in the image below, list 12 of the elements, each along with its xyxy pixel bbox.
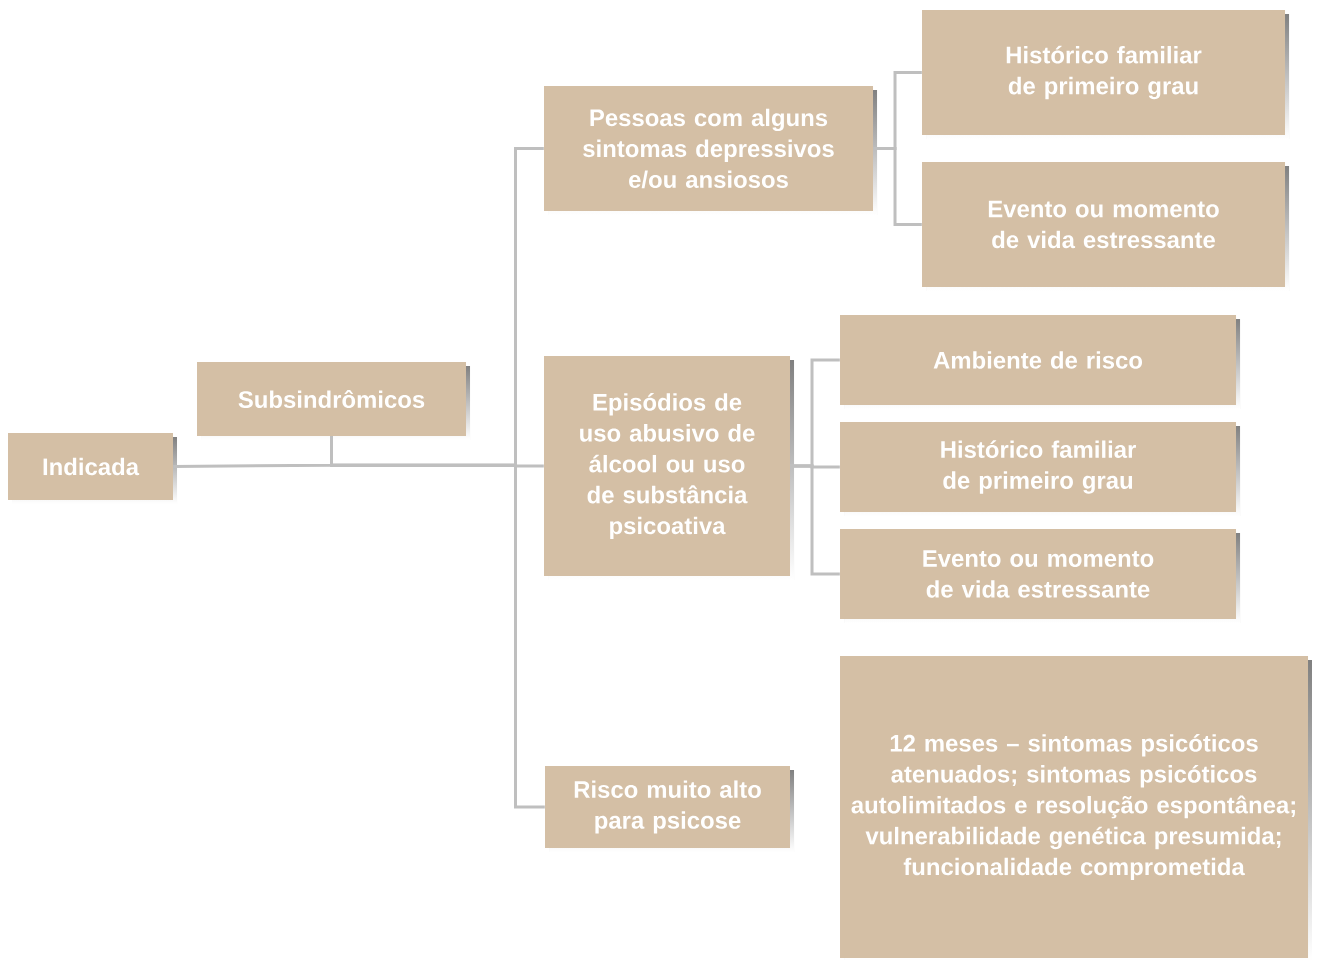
process-box: Histórico familiar de primeiro grau	[922, 10, 1289, 139]
process-box: 12 meses – sintomas psicóticos atenuados; sintomas psicóticos autolimitados e resolução espontânea; vulnerabilidade genética presumida; funcionalidade comprometida	[840, 656, 1312, 960]
process-box: Evento ou momento de vida estressante	[840, 529, 1240, 623]
process-box: Subsindrômicos	[197, 362, 470, 440]
process-box: Histórico familiar de primeiro grau	[840, 422, 1240, 516]
process-box: Pessoas com alguns sintomas depressivos e/ou ansiosos	[544, 86, 877, 215]
process-box: Episódios de uso abusivo de álcool ou uso de substância psicoativa	[544, 356, 794, 580]
process-box: Evento ou momento de vida estressante	[922, 162, 1289, 291]
process-box: Risco muito alto para psicose	[545, 766, 794, 852]
connector-line	[330, 436, 545, 809]
process-box: Ambiente de risco	[840, 315, 1240, 409]
process-box: Indicada	[8, 433, 177, 504]
